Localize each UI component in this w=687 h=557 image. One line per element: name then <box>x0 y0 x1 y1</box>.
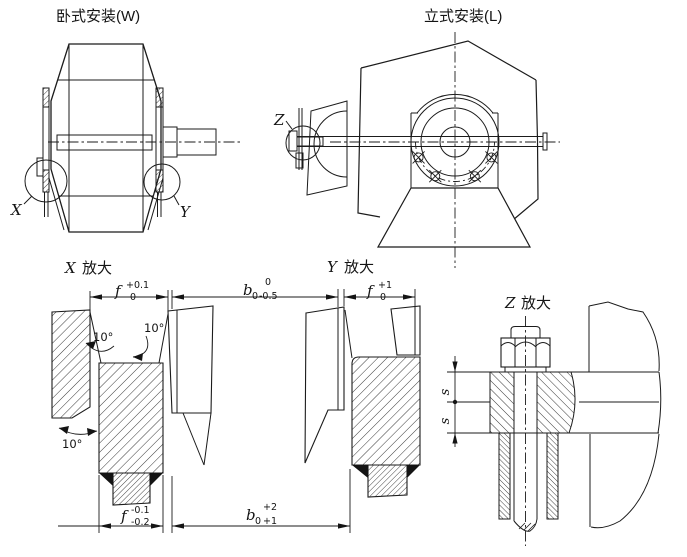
clamp-piece-right <box>390 305 421 356</box>
fan-cowl-arc <box>313 110 348 178</box>
outer-block-left <box>51 309 91 419</box>
weld-wedge <box>352 465 368 478</box>
z-bolt-assembly <box>285 108 324 170</box>
shaft-horizontal <box>297 132 548 151</box>
plate-hatch-left <box>490 372 514 433</box>
view-vertical-mount: 立式安装(L) Z <box>273 8 560 268</box>
dim-s-upper: s <box>438 388 453 395</box>
weld-wedge <box>150 473 163 486</box>
dim-f-groove-x: f +0.1 0 <box>114 275 154 303</box>
plate-hatch-right <box>537 372 576 433</box>
callout-leader-y <box>173 195 180 206</box>
tenon <box>112 472 151 506</box>
motor-body <box>48 43 164 233</box>
detail-circle-x <box>24 159 68 203</box>
tongue-block <box>98 362 164 474</box>
dim-f-tongue-x: f -0.1 -0.2 <box>120 500 154 528</box>
base-plate-section <box>447 371 659 434</box>
angle-chamfer: 10° <box>62 437 82 451</box>
detail-y: Y 放大 <box>304 258 421 498</box>
shaft-end-cap <box>542 132 548 151</box>
sleeve-walls <box>498 432 559 520</box>
arrowheads <box>452 361 458 444</box>
detail-label-z: Z 放大 <box>504 294 551 312</box>
detail-x: X 放大 10° 10° 10° <box>51 259 214 506</box>
angle-groove-left: 10° <box>93 330 113 344</box>
shank-break-end <box>513 518 538 532</box>
callout-x: X <box>10 201 23 219</box>
break-line-lower <box>590 433 660 529</box>
detail-circle-y <box>143 163 181 201</box>
broken-wedge <box>182 412 205 466</box>
detail-circle-z <box>285 125 321 161</box>
flange-hatch <box>42 87 50 108</box>
arrowheads <box>90 294 415 300</box>
callout-leader-z <box>285 120 293 130</box>
dim-b-bottom: b 0 +2 +1 <box>246 497 281 528</box>
break-line-upper <box>588 301 660 372</box>
foot-bar <box>56 134 153 151</box>
fan-cowl-left <box>306 100 348 196</box>
plate-break-curve <box>568 371 576 434</box>
clamp-piece-left <box>304 306 345 464</box>
flange-hatch <box>155 169 164 193</box>
view-title-horizontal: 卧式安装(W) <box>56 8 140 25</box>
bolt-head <box>288 130 298 152</box>
angle-annotations <box>58 335 149 436</box>
fan-shroud-base <box>376 187 532 248</box>
clamp-step-block <box>36 157 44 177</box>
callout-leader-x <box>23 195 33 205</box>
broken-wedge <box>203 412 212 466</box>
callout-z: Z <box>273 111 285 129</box>
bolt-bar <box>296 136 324 147</box>
flange-hatch <box>42 169 50 193</box>
callout-y: Y <box>180 203 192 221</box>
tongue-block <box>351 356 421 466</box>
dimensions-top: f +0.1 0 b 0 0 -0.5 f +1 0 <box>89 272 416 311</box>
housing-outline <box>357 40 539 221</box>
tenon <box>367 464 408 498</box>
groove-draft-left <box>344 309 353 359</box>
flange-right <box>155 87 164 217</box>
s-dimensions <box>452 356 458 447</box>
angle-groove-right: 10° <box>144 321 164 335</box>
frame-wall-right <box>588 301 662 529</box>
flange-hatch <box>155 87 164 108</box>
groove-draft-left <box>89 311 102 364</box>
dim-b-top: b 0 0 -0.5 <box>243 272 278 303</box>
groove-draft-right <box>158 313 169 364</box>
detail-label-y: Y 放大 <box>327 258 374 276</box>
body-slant-extra-left <box>48 177 65 231</box>
weld-wedge <box>99 473 113 486</box>
break-line-mid <box>657 371 662 434</box>
detail-label-x: X 放大 <box>64 259 112 277</box>
weld-wedge <box>407 465 420 478</box>
detail-z: Z 放大 <box>438 294 662 546</box>
view-horizontal-mount: 卧式安装(W) <box>10 8 240 233</box>
shaft-extension <box>162 126 217 158</box>
view-title-vertical: 立式安装(L) <box>424 8 502 25</box>
clamp-piece-right <box>167 305 214 466</box>
flange-left <box>36 87 50 217</box>
dimensions-bottom: f -0.1 -0.2 b 0 +2 +1 <box>58 469 351 533</box>
dim-s-lower: s <box>438 417 453 424</box>
arrowheads <box>99 523 350 529</box>
dim-f-groove-y: f +1 0 <box>366 275 396 303</box>
flange-bolt-symbols <box>412 151 498 183</box>
motor-body-outline <box>50 43 162 233</box>
